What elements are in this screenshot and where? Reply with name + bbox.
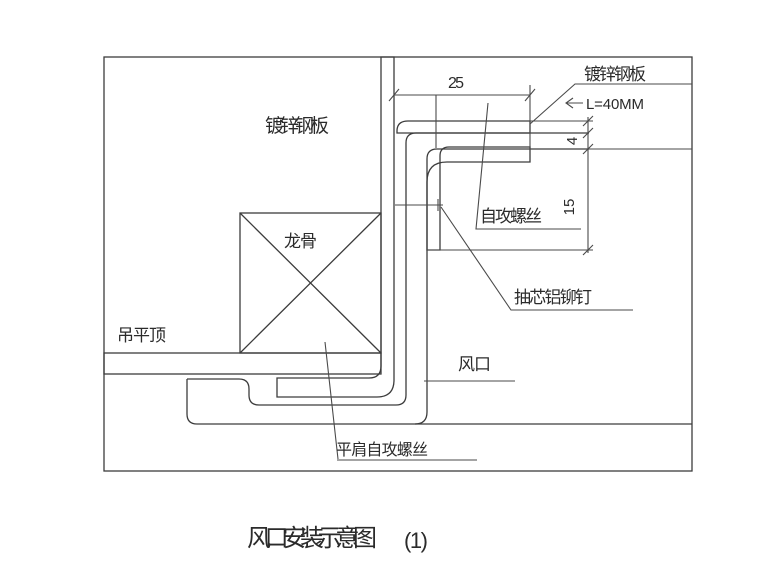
keel-text: 龙骨 (284, 232, 317, 251)
dim-25-value: 25 (448, 75, 464, 92)
label-length-spec: L=40MM (565, 96, 644, 113)
galvanized-angle-top-bar (396, 120, 531, 134)
title-index: (1) (404, 528, 428, 553)
drawing-border (103, 56, 693, 472)
left-arrow-icon (565, 97, 574, 109)
dimension-25: 25 (388, 75, 536, 160)
label-air-vent: 风口 (424, 355, 515, 382)
ceiling-strip (103, 352, 382, 375)
dim-4-value: 4 (564, 137, 581, 145)
dimension-chain-right: 4 15 (427, 115, 692, 256)
flat-shoulder-screw-text: 平肩自攻螺丝 (336, 441, 428, 459)
galvanized-plate-left-text: 镀锌钢板 (265, 115, 329, 137)
label-galvanized-plate-right: 镀锌钢板 (529, 65, 692, 125)
length-spec-text: L=40MM (586, 96, 644, 113)
vent-frame-profile (186, 132, 692, 425)
suspended-ceiling-text: 吊平顶 (117, 326, 166, 345)
title-text: 风口安装示意图 (247, 525, 377, 552)
duct-wall-hatched (276, 56, 395, 398)
galvanized-plate-right-text: 镀锌钢板 (584, 65, 646, 84)
air-vent-text: 风口 (458, 355, 491, 374)
drawing-title: 风口安装示意图 (1) (247, 525, 428, 553)
dim-15-value: 15 (561, 199, 578, 216)
label-flat-shoulder-screw: 平肩自攻螺丝 (324, 341, 477, 461)
label-self-tapping-screw: 自攻螺丝 (475, 102, 581, 230)
blind-rivet-text: 抽芯铝铆钉 (514, 288, 592, 307)
label-blind-rivet: 抽芯铝铆钉 (395, 199, 633, 311)
self-tapping-screw-text: 自攻螺丝 (480, 207, 542, 226)
